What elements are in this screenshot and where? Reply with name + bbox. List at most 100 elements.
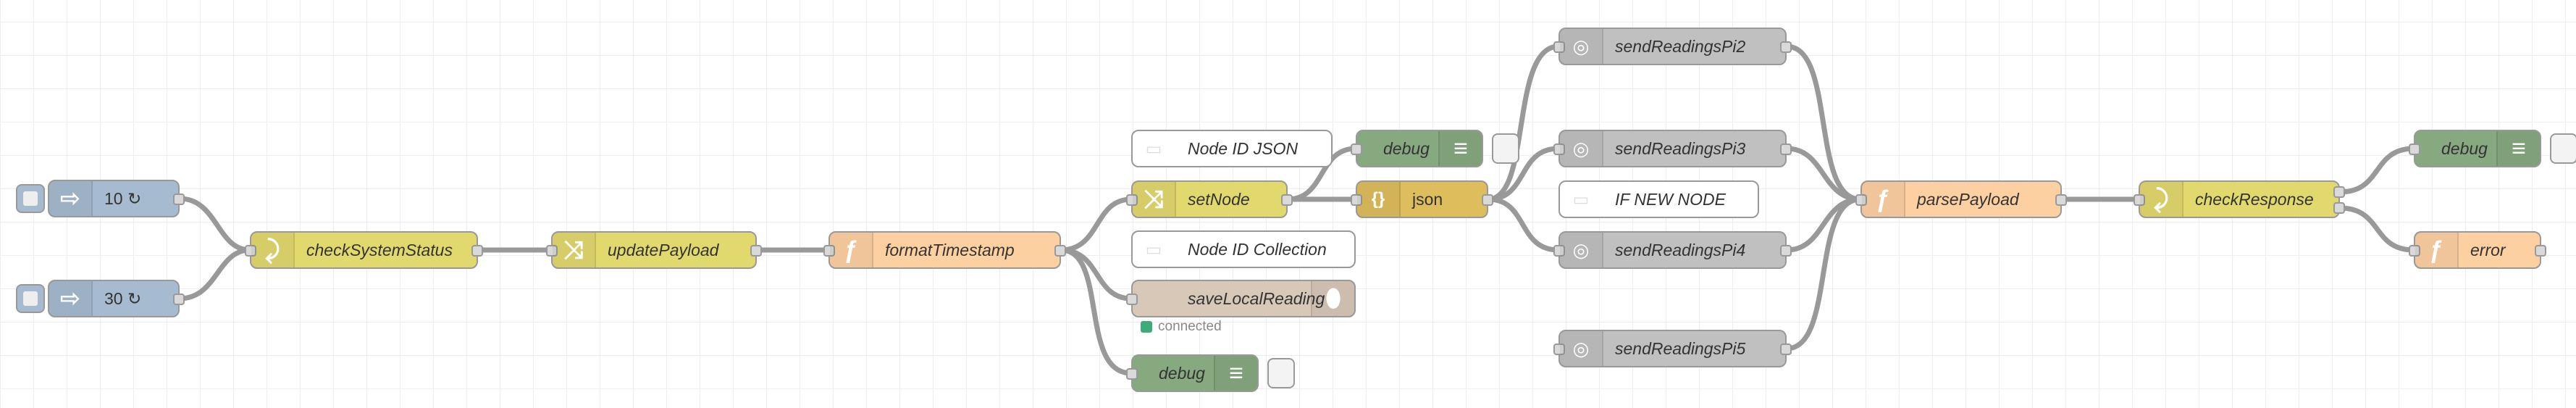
wire-sendpi3-to-parsepayload[interactable]	[1786, 146, 1861, 202]
output-port[interactable]	[1780, 245, 1792, 257]
debug-toggle-button[interactable]	[2550, 133, 2576, 164]
node-label: updatePayload	[608, 240, 719, 259]
input-port[interactable]	[1553, 41, 1565, 53]
switch-node-checksystemstatus[interactable]: ⤸ checkSystemStatus	[245, 231, 483, 269]
input-port[interactable]	[823, 245, 835, 257]
comment-icon: ▭	[1572, 189, 1590, 209]
json-node[interactable]: {} json	[1351, 180, 1493, 218]
output-port[interactable]	[471, 245, 483, 257]
http-request-node-pi3[interactable]: ◎ sendReadingsPi3	[1553, 130, 1792, 167]
function-node-error[interactable]: ƒ error	[2409, 231, 2546, 269]
wire-json-to-sendpi3[interactable]	[1488, 146, 1559, 202]
wire-formattimestamp-to-savelocalreading[interactable]	[1060, 247, 1132, 301]
node-status: connected	[1141, 319, 1222, 335]
output-port[interactable]	[1054, 245, 1066, 257]
node-label: error	[2470, 240, 2506, 259]
change-node-setnode[interactable]: ⤨ setNode	[1126, 180, 1293, 218]
output-port[interactable]	[1780, 41, 1792, 53]
change-node-updatepayload[interactable]: ⤨ updatePayload	[546, 231, 762, 269]
output-port[interactable]	[1780, 143, 1792, 155]
output-port[interactable]	[1281, 194, 1293, 206]
output-port[interactable]	[1482, 194, 1493, 206]
wire-inject30-to-checksystemstatus[interactable]	[179, 247, 251, 301]
globe-icon: ◎	[1560, 29, 1603, 64]
inject-button[interactable]	[16, 184, 45, 213]
function-icon: ƒ	[830, 233, 873, 267]
node-label: debug	[2441, 138, 2488, 158]
debug-node-bottom[interactable]: debug ≡	[1126, 354, 1295, 392]
input-port[interactable]	[2134, 194, 2145, 206]
switch-icon: ⤸	[2140, 182, 2183, 217]
node-label: 10 ↻	[104, 188, 142, 208]
input-port[interactable]	[1351, 143, 1362, 155]
debug-toggle-button[interactable]	[1267, 358, 1295, 388]
inject-button[interactable]	[16, 284, 45, 313]
shuffle-icon: ⤨	[553, 233, 596, 267]
node-label: sendReadingsPi2	[1615, 36, 1746, 56]
output-port[interactable]	[750, 245, 762, 257]
comment-node-id-json[interactable]: ▭ Node ID JSON	[1131, 130, 1333, 167]
comment-icon: ▭	[1145, 239, 1162, 259]
comment-label: IF NEW NODE	[1615, 189, 1726, 209]
wire-formattimestamp-to-setnode[interactable]	[1060, 196, 1132, 253]
function-node-parsepayload[interactable]: ƒ parsePayload	[1855, 180, 2067, 218]
globe-icon: ◎	[1560, 233, 1603, 267]
list-icon: ≡	[2496, 131, 2540, 166]
comment-icon: ▭	[1145, 138, 1162, 159]
output-port[interactable]	[173, 293, 185, 305]
input-port[interactable]	[245, 245, 256, 257]
switch-node-checkresponse[interactable]: ⤸ checkResponse	[2134, 180, 2345, 218]
wire-sendpi2-to-parsepayload[interactable]	[1786, 43, 1861, 202]
database-node-savelocalreading[interactable]: saveLocalReading ⬮	[1126, 280, 1356, 317]
function-node-formattimestamp[interactable]: ƒ formatTimestamp	[823, 231, 1066, 269]
globe-icon: ◎	[1560, 131, 1603, 166]
input-port[interactable]	[1553, 245, 1565, 257]
node-label: debug	[1159, 363, 1205, 383]
list-icon: ≡	[1214, 356, 1257, 391]
input-port[interactable]	[1126, 368, 1138, 380]
function-icon: ƒ	[1862, 182, 1905, 217]
input-port[interactable]	[1855, 194, 1867, 206]
input-port[interactable]	[1126, 293, 1138, 305]
output-port-2[interactable]	[2333, 202, 2345, 214]
output-port[interactable]	[2535, 245, 2546, 257]
debug-toggle-button[interactable]	[1492, 133, 1519, 164]
wire-inject10-to-checksystemstatus[interactable]	[179, 196, 251, 253]
wire-sendpi5-to-parsepayload[interactable]	[1786, 196, 1861, 351]
node-label: json	[1412, 189, 1443, 209]
output-port[interactable]	[173, 193, 185, 205]
inject-node-30[interactable]: ⇨ 30 ↻	[16, 280, 185, 317]
node-label: formatTimestamp	[885, 240, 1015, 259]
input-port[interactable]	[1553, 344, 1565, 355]
output-port-1[interactable]	[2333, 186, 2345, 198]
input-port[interactable]	[2409, 245, 2420, 257]
comment-if-new-node[interactable]: ▭ IF NEW NODE	[1558, 180, 1759, 218]
debug-node-right[interactable]: debug ≡	[2409, 130, 2576, 167]
wire-sendpi4-to-parsepayload[interactable]	[1786, 196, 1861, 253]
http-request-node-pi5[interactable]: ◎ sendReadingsPi5	[1553, 330, 1792, 367]
inject-node-10[interactable]: ⇨ 10 ↻	[16, 180, 185, 217]
status-dot-icon	[1141, 321, 1152, 333]
input-port[interactable]	[1126, 194, 1138, 206]
node-label: checkResponse	[2195, 189, 2314, 209]
wire-checkresponse-to-debugright[interactable]	[2339, 146, 2415, 195]
wire-formattimestamp-to-debugbottom[interactable]	[1060, 247, 1132, 376]
input-port[interactable]	[2409, 143, 2420, 155]
wire-checkresponse-to-error[interactable]	[2339, 205, 2415, 253]
list-icon: ≡	[1438, 131, 1482, 166]
debug-node-top[interactable]: debug ≡	[1351, 130, 1519, 167]
input-port[interactable]	[546, 245, 558, 257]
comment-node-id-collection[interactable]: ▭ Node ID Collection	[1131, 230, 1356, 268]
wire-json-to-sendpi4[interactable]	[1488, 196, 1559, 253]
arrow-right-icon: ⇨	[49, 281, 93, 316]
wire-json-to-sendpi2[interactable]	[1488, 43, 1559, 202]
output-port[interactable]	[1780, 344, 1792, 355]
input-port[interactable]	[1553, 143, 1565, 155]
node-label: sendReadingsPi5	[1615, 338, 1746, 358]
http-request-node-pi2[interactable]: ◎ sendReadingsPi2	[1553, 28, 1792, 65]
output-port[interactable]	[2055, 194, 2067, 206]
http-request-node-pi4[interactable]: ◎ sendReadingsPi4	[1553, 231, 1792, 269]
input-port[interactable]	[1351, 194, 1362, 206]
